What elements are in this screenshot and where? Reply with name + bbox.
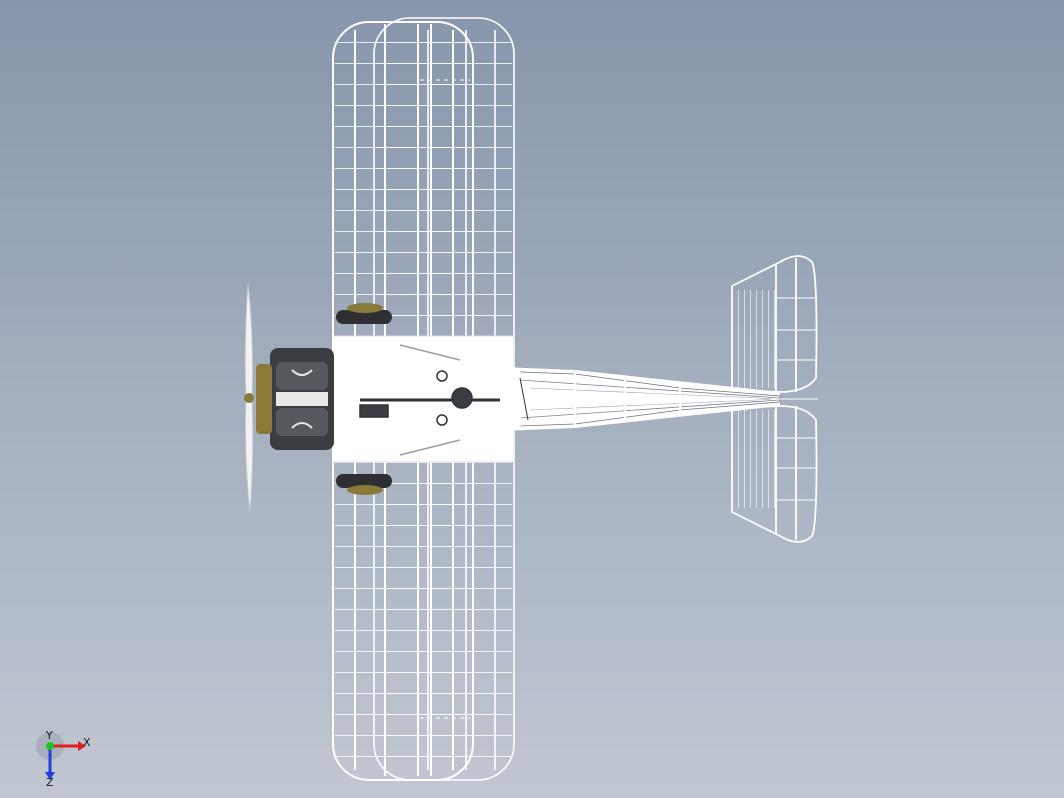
- triad-x-label: X: [83, 736, 91, 749]
- view-triad[interactable]: X Y Z: [36, 728, 106, 788]
- x-axis-arrowhead-icon: [78, 741, 86, 751]
- cockpit-details: [359, 344, 529, 456]
- z-axis-arrowhead-icon: [45, 772, 55, 780]
- fuselage: [430, 364, 781, 434]
- y-axis-dot-icon: [46, 742, 54, 750]
- engine: [256, 348, 334, 450]
- triad-y-label: Y: [45, 729, 53, 742]
- tail-plane: [731, 255, 818, 543]
- propeller: [244, 283, 254, 513]
- triad-z-label: Z: [46, 776, 54, 788]
- landing-gear-wheels: [336, 303, 392, 495]
